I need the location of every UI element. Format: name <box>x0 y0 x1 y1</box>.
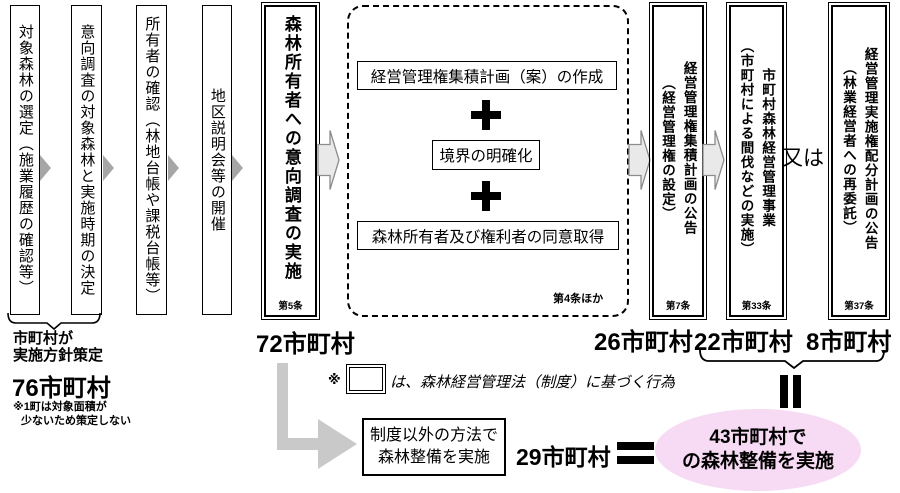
plus-icon <box>471 100 501 130</box>
policy-note: 市町村が 実施方針策定 <box>13 330 103 364</box>
block-arrow-icon <box>628 130 651 190</box>
step-box-intention-survey: 森林所有者への意向調査の実施 第5条 <box>261 2 320 320</box>
block-arrow-icon <box>702 130 725 190</box>
article-label: 第5条 <box>278 301 303 312</box>
step-label: 意向調査の対象森林と実施時期の決定 <box>78 24 96 296</box>
equals-icon <box>617 442 654 450</box>
flow-arrow-icon <box>168 155 179 181</box>
vertical-equals-icon <box>780 375 788 408</box>
or-label: 又は <box>782 147 824 170</box>
result-line1: 43市町村で <box>709 427 807 448</box>
count-22-municipalities: 22市町村 <box>694 329 793 356</box>
plan-draft-box: 経営管理権集積計画（案）の作成 <box>357 61 617 90</box>
step-box-implementation-right-plan: 経営管理実施権配分計画の公告 （林業経営者への再委託） 第37条 <box>828 2 890 320</box>
result-line2: の森林整備を実施 <box>681 451 834 472</box>
step-label: 経営管理権集積計画の公告 （経営管理権の設定） <box>660 61 697 235</box>
group-article-label: 第4条ほか <box>553 293 604 305</box>
policy-footnote: ※1町は対象面積が 少ないため策定しない <box>13 401 131 428</box>
step-box-owner-confirmation: 所有者の確認（林地台帳や課税台帳等） <box>136 5 167 315</box>
policy-note-line2: 実施方針策定 <box>13 347 104 364</box>
policy-note-line1: 市町村が <box>13 330 74 347</box>
flow-arrow-icon <box>103 155 114 181</box>
plan-draft-label: 経営管理権集積計画（案）の作成 <box>370 68 604 86</box>
article-label: 第33条 <box>741 301 772 312</box>
flow-arrow-icon <box>232 155 243 181</box>
count-76-municipalities: 76市町村 <box>12 375 111 402</box>
count-72-municipalities: 72市町村 <box>256 331 355 358</box>
non-system-label: 制度以外の方法で 森林整備を実施 <box>369 427 498 466</box>
plus-icon <box>471 181 501 211</box>
count-26-municipalities: 26市町村 <box>594 329 693 356</box>
legend-text: は、森林経営管理法（制度）に基づく行為 <box>390 375 676 391</box>
consent-label: 森林所有者及び権利者の同意取得 <box>371 228 605 246</box>
step-box-municipal-thinning: 市町村森林経営管理事業 （市町村による間伐などの実施） 第33条 <box>726 2 787 320</box>
step-label: 経営管理実施権配分計画の公告 （林業経営者への再委託） <box>841 46 878 250</box>
step-label: 市町村森林経営管理事業 （市町村による間伐などの実施） <box>738 39 776 257</box>
footnote-line1: ※1町は対象面積が <box>13 401 107 413</box>
step-box-plan-announcement: 経営管理権集積計画の公告 （経営管理権の設定） 第7条 <box>649 2 707 320</box>
legend-asterisk: ※ <box>328 372 341 387</box>
block-arrow-icon <box>317 130 340 190</box>
non-system-forest-work-box: 制度以外の方法で 森林整備を実施 <box>362 418 506 476</box>
step-box-survey-target-decision: 意向調査の対象森林と実施時期の決定 <box>71 5 102 315</box>
step-label: 森林所有者への意向調査の実施 <box>281 15 301 281</box>
brace-icon <box>7 312 101 330</box>
article-label: 第7条 <box>665 301 691 312</box>
consent-box: 森林所有者及び権利者の同意取得 <box>357 221 619 250</box>
article-label: 第37条 <box>844 301 874 312</box>
legal-box-sample-icon <box>346 364 386 394</box>
boundary-label: 境界の明確化 <box>439 148 533 165</box>
result-ellipse: 43市町村で の森林整備を実施 <box>655 409 861 491</box>
step-label: 地区説明会等の開催 <box>208 88 226 232</box>
step-box-target-forest-selection: 対象森林の選定（施業履歴の確認等） <box>10 5 40 315</box>
step-label: 所有者の確認（林地台帳や課税台帳等） <box>143 16 161 304</box>
brace-icon <box>699 349 885 369</box>
flow-arrow-icon <box>40 155 51 181</box>
footnote-line2: 少ないため策定しない <box>21 414 131 427</box>
boundary-clarification-box: 境界の明確化 <box>432 140 540 170</box>
equals-icon <box>617 456 654 464</box>
l-arrow-icon <box>277 363 357 469</box>
count-29-municipalities: 29市町村 <box>516 444 611 470</box>
count-8-municipalities: 8市町村 <box>806 329 892 356</box>
step-box-district-briefing: 地区説明会等の開催 <box>202 5 232 315</box>
step-label: 対象森林の選定（施業履歴の確認等） <box>16 24 34 296</box>
vertical-equals-icon <box>793 375 801 408</box>
